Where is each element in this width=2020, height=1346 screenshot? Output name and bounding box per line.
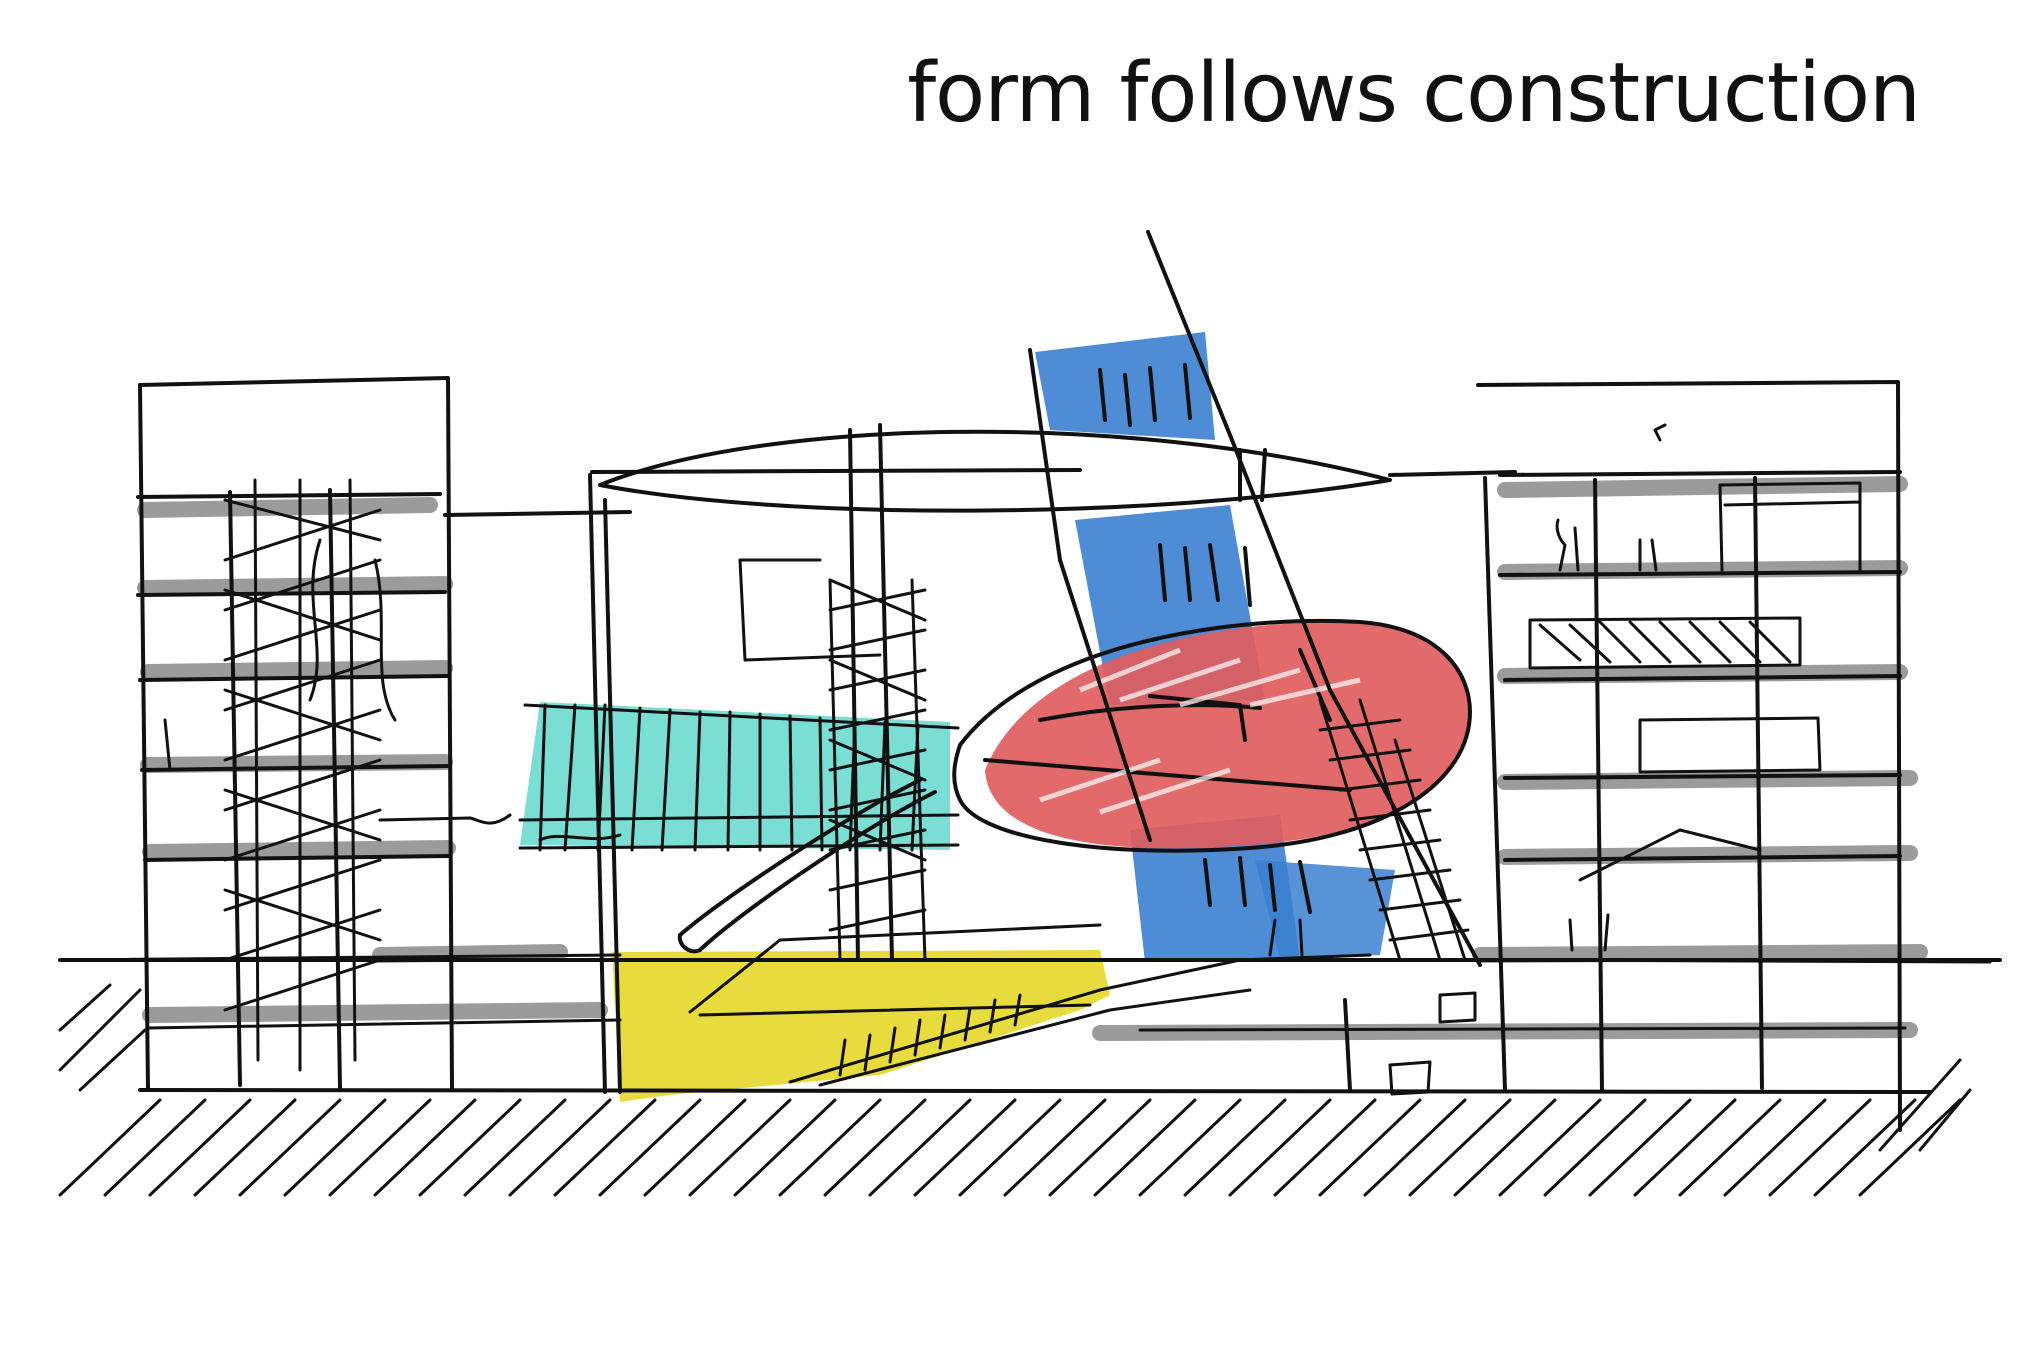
teal-bridge-fill — [520, 702, 950, 850]
diagonal-tower — [1028, 230, 1482, 967]
right-scaffold-lattice — [1318, 698, 1470, 962]
slide-chute — [677, 778, 937, 954]
red-pod-outline — [952, 618, 1472, 853]
human-figures — [1268, 518, 1658, 957]
central-scaffold-tower — [738, 558, 927, 962]
glass-bridge — [518, 703, 960, 852]
right-building-interiors — [1528, 423, 1862, 882]
yellow-basement-fill — [612, 950, 1110, 1102]
red-pod-highlights — [1039, 647, 1361, 815]
left-building-frame — [136, 376, 454, 1092]
central-atrium-frame — [443, 423, 1517, 1094]
basement-ramp — [688, 923, 1372, 1087]
lower-level-slabs — [58, 953, 1992, 1032]
ground-floor-objects — [1388, 991, 1477, 1096]
right-building-frame — [1343, 380, 1902, 1132]
diagram-title: form follows construction — [907, 46, 1921, 141]
left-scaffold-stair — [163, 478, 512, 1072]
